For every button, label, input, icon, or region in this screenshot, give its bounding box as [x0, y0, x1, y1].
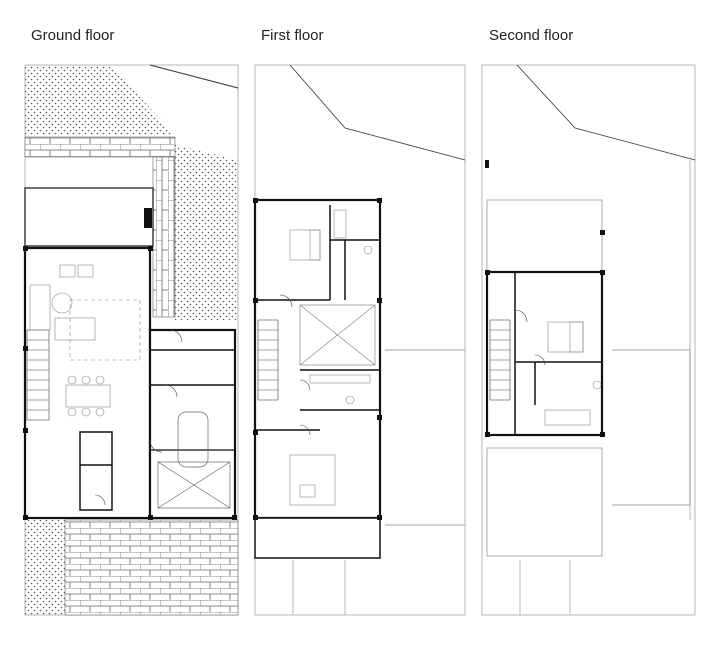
- first-stairs: [257, 319, 279, 401]
- first-property-line: [289, 64, 466, 161]
- first-floor-title: First floor: [261, 27, 324, 44]
- ground-garage-car: [157, 411, 231, 509]
- ground-brick-path-top: [24, 136, 176, 158]
- second-house-outline: [485, 270, 604, 437]
- first-balcony: [254, 517, 381, 559]
- second-stairs: [489, 319, 511, 401]
- second-door-swings: [514, 309, 546, 366]
- second-columns: [485, 160, 605, 437]
- ground-wc: [79, 431, 113, 511]
- ground-brick-path-bottom: [64, 519, 239, 616]
- ground-garden-bottom-hatch: [25, 520, 65, 615]
- second-roof-terrace: [486, 199, 603, 273]
- ground-columns: [23, 246, 237, 520]
- ground-living-furniture: [29, 264, 141, 361]
- ground-dining-table: [65, 375, 111, 417]
- second-property-line: [516, 64, 696, 161]
- first-columns: [253, 198, 382, 520]
- second-bed: [547, 321, 584, 353]
- first-house-outline: [253, 198, 382, 520]
- ground-floor-title: Ground floor: [31, 27, 115, 44]
- ground-property-line: [149, 64, 239, 89]
- second-floor-title: Second floor: [489, 27, 574, 44]
- first-door-swings: [279, 294, 311, 436]
- first-void-opening: [299, 304, 376, 366]
- ground-garage-wing: [148, 328, 237, 520]
- second-bath-fixtures: [544, 380, 602, 426]
- first-floor-plan: [253, 64, 466, 616]
- second-floor-plan: [481, 64, 696, 616]
- ground-brick-path-side: [152, 156, 176, 318]
- ground-floor-plan: [23, 64, 239, 616]
- first-bed-bottom: [289, 454, 336, 506]
- ground-living-area: [23, 246, 152, 520]
- ground-terrace: [24, 187, 154, 247]
- second-front-terrace: [486, 447, 603, 557]
- first-bed-top: [289, 229, 321, 261]
- ground-door-swings: [94, 329, 183, 506]
- second-site-boundary: [481, 64, 696, 616]
- ground-fireplace: [144, 208, 152, 228]
- ground-garden-top-hatch: [25, 65, 175, 135]
- first-bath-fixtures: [309, 209, 373, 405]
- ground-garden-side-hatch: [175, 145, 238, 320]
